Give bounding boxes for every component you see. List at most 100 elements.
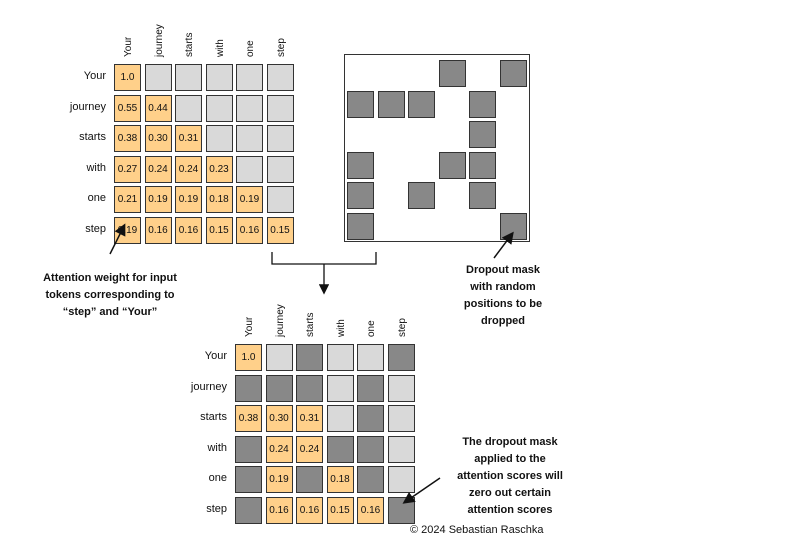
result-cell [235,466,262,493]
result-cell [387,405,415,432]
mask-note-line: Dropout mask [466,264,540,276]
result-cell [387,374,415,402]
result-row-label: step [206,502,227,515]
attention-cell [205,64,233,91]
result-cell: 0.30 [265,405,293,432]
mask-dropped-cell [469,151,496,179]
result-cell: 1.0 [235,344,262,371]
mask-note: Dropout mask with random positions to be… [448,262,558,330]
result-cell [357,405,384,432]
mask-dropped-cell [408,182,435,209]
mask-dropped-cell [408,90,435,118]
attention-cell: 0.18 [205,186,233,213]
attention-cell [266,94,294,122]
attention-row-label: with [86,161,106,174]
result-cell [326,374,354,402]
attention-row-label: Your [83,70,106,82]
mask-note-arrow [493,231,514,259]
attention-cell: 1.0 [114,64,141,91]
result-cell: 0.16 [265,496,293,524]
result-cell [387,344,415,371]
result-cell [357,374,384,402]
attention-note-line: Attention weight for input [43,272,177,284]
mask-dropped-cell [347,212,374,240]
result-cell: 0.19 [265,466,293,493]
dropout-mask-panel [344,54,530,242]
attention-row-label: one [87,192,106,204]
mask-dropped-cell [469,182,496,209]
attention-cell: 0.16 [144,216,172,244]
attention-cell: 0.31 [175,125,202,152]
result-cell [357,435,384,463]
attention-cell [266,155,294,183]
attention-cell [236,94,263,122]
result-cell [387,435,415,463]
attention-row-label: step [85,222,106,235]
attention-note-line: tokens corresponding to [45,289,175,301]
result-cell: 0.31 [296,405,323,432]
mask-note-line: positions to be [463,298,543,310]
attention-cell: 0.38 [114,125,141,152]
result-cell: 0.38 [235,405,262,432]
attention-cell: 0.23 [205,155,233,183]
attention-cell: 0.55 [114,94,141,122]
result-cell [235,435,262,463]
mask-dropped-cell [377,90,405,118]
result-cell [235,496,262,524]
attention-cell [205,125,233,152]
applied-note-line: attention scores will [457,470,563,482]
result-row-label: Your [204,350,227,362]
result-cell: 0.24 [265,435,293,463]
mask-dropped-cell [469,90,496,118]
attention-row-label: starts [79,131,106,143]
applied-note-arrow [402,477,441,504]
result-cell: 0.15 [326,496,354,524]
merge-bracket [271,252,377,265]
mask-dropped-cell [438,151,466,179]
mask-dropped-cell [347,182,374,209]
result-cell: 0.18 [326,466,354,493]
attention-cell: 0.15 [266,216,294,244]
result-cell: 0.24 [296,435,323,463]
attention-cell: 0.30 [144,125,172,152]
attention-cell [236,125,263,152]
result-row-label: one [208,472,227,484]
result-cell [296,374,323,402]
mask-dropped-cell [347,151,374,179]
result-cell: 0.16 [357,496,384,524]
attention-row-label: journey [69,100,106,113]
mask-dropped-cell [499,60,527,87]
applied-note-line: applied to the [474,453,546,465]
attention-cell: 0.15 [205,216,233,244]
attention-cell: 0.24 [175,155,202,183]
result-cell [387,466,415,493]
applied-note-line: The dropout mask [462,436,558,448]
attention-cell: 0.19 [114,216,141,244]
mask-dropped-cell [347,90,374,118]
mask-note-line: dropped [481,315,525,327]
attention-cell [175,64,202,91]
attention-cell: 0.19 [175,186,202,213]
result-cell [326,344,354,371]
result-row-label: journey [190,380,227,393]
attention-note-arrow [109,223,126,255]
result-cell [235,374,262,402]
result-cell [265,374,293,402]
result-cell: 0.16 [296,496,323,524]
result-row-label: starts [200,411,227,423]
attention-cell [236,155,263,183]
attention-cell: 0.44 [144,94,172,122]
attention-cell [266,64,294,91]
attention-cell: 0.19 [144,186,172,213]
result-cell [265,344,293,371]
attention-cell [175,94,202,122]
attention-cell [266,186,294,213]
result-cell [296,344,323,371]
attention-cell: 0.19 [236,186,263,213]
mask-dropped-cell [469,121,496,148]
result-cell [326,405,354,432]
result-cell [357,466,384,493]
result-row-label: with [207,441,227,454]
mask-dropped-cell [438,60,466,87]
